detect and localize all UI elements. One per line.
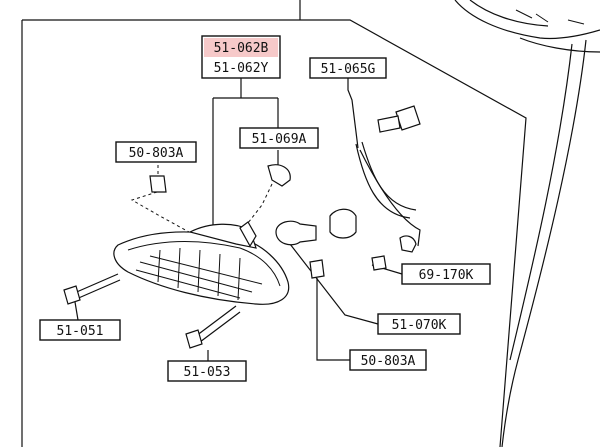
label-51-062b-text: 51-062B: [214, 41, 269, 56]
label-51-069a-text: 51-069A: [252, 132, 307, 147]
screw-part-51-053: [185, 305, 241, 349]
label-51-051[interactable]: 51-051: [39, 319, 121, 341]
screw-part-51-051: [63, 273, 121, 305]
label-51-062b[interactable]: 51-062B: [201, 35, 281, 79]
gasket-part: [309, 259, 325, 279]
socket-part: [267, 164, 291, 187]
bulb-part: [275, 220, 317, 246]
wiring-harness: [329, 105, 421, 253]
clip-part-top: [149, 175, 167, 193]
label-51-070k-text: 51-070K: [392, 318, 447, 333]
turn-signal-lamp: [113, 221, 290, 305]
screw-part-small: [371, 255, 387, 271]
label-69-170k-text: 69-170K: [419, 268, 474, 283]
label-50-803a-bottom-text: 50-803A: [361, 354, 416, 369]
label-51-062y-text: 51-062Y: [214, 61, 269, 76]
label-51-069a[interactable]: 51-069A: [239, 127, 319, 149]
label-50-803a-bottom[interactable]: 50-803A: [349, 349, 427, 371]
label-51-051-text: 51-051: [57, 324, 104, 339]
detail-frame: [21, 0, 527, 447]
label-51-053[interactable]: 51-053: [167, 360, 247, 382]
label-51-062y[interactable]: 51-062Y: [214, 61, 269, 76]
label-50-803a-top-text: 50-803A: [129, 146, 184, 161]
label-51-070k[interactable]: 51-070K: [377, 313, 461, 335]
label-51-065g-text: 51-065G: [321, 62, 376, 77]
part-labels: 51-062B 51-062Y 51-065G 50-803A 51-069A …: [39, 35, 491, 382]
label-51-065g[interactable]: 51-065G: [309, 57, 387, 79]
car-body-outline: [454, 0, 600, 447]
label-51-053-text: 51-053: [184, 365, 231, 380]
label-50-803a-top[interactable]: 50-803A: [115, 141, 197, 163]
leader-lines: [73, 78, 403, 362]
label-69-170k[interactable]: 69-170K: [401, 263, 491, 285]
